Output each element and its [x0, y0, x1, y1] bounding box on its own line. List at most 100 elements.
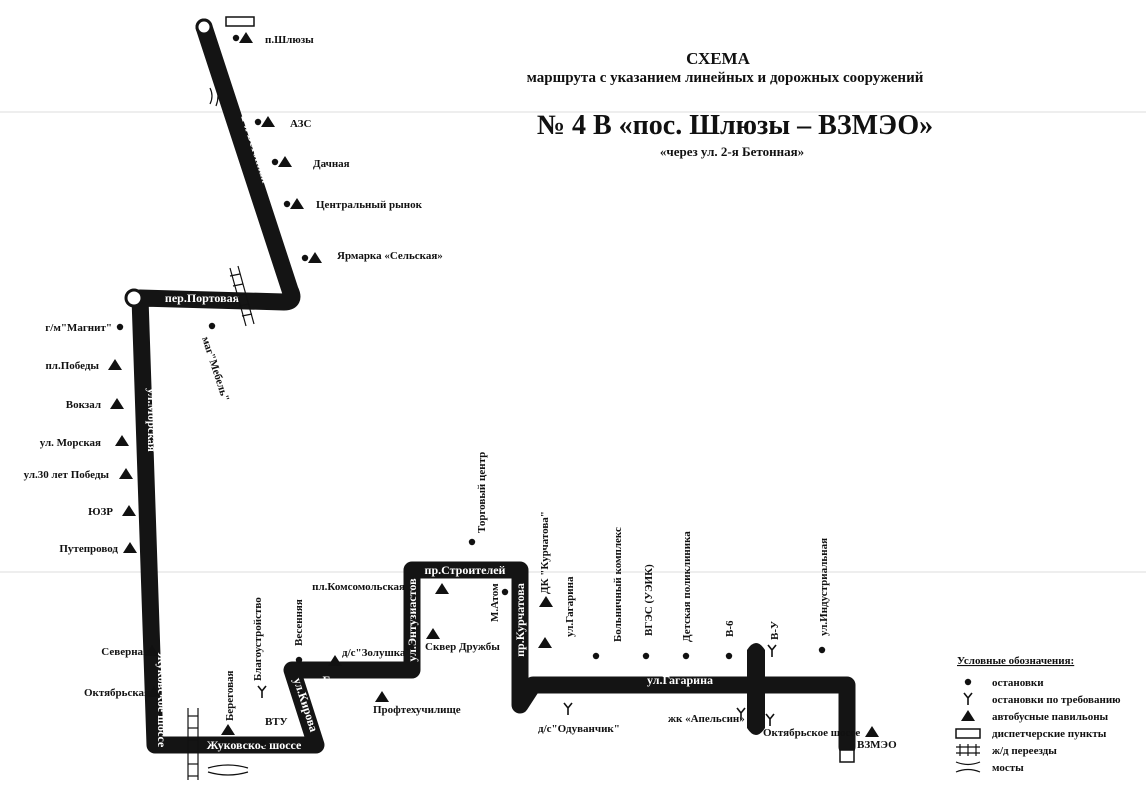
- street-label-stroiteley: пр.Строителей: [425, 563, 506, 577]
- stop-label: ул.30 лет Победы: [24, 469, 110, 481]
- dispatch-point-shlyuzy: [225, 16, 255, 27]
- stop-label: Береговая: [224, 670, 236, 721]
- pavilion-icon: [308, 252, 322, 263]
- stop-icon: [208, 322, 216, 330]
- pavilion-icon: [261, 116, 275, 127]
- pavilion-icon: [147, 686, 161, 697]
- request-icon: [257, 685, 267, 698]
- stop-marker: Сквер Дружбы: [425, 628, 500, 653]
- legend-item-label: остановки по требованию: [992, 694, 1121, 706]
- stop-marker: Благоустройство: [252, 597, 267, 698]
- stop-label: жк «Апельсин»: [668, 713, 745, 725]
- dispatch-icon: [955, 728, 981, 739]
- route-loop: [747, 643, 765, 735]
- rail-icon: [956, 744, 980, 756]
- stop-label: ул.Индустриальная: [818, 538, 830, 636]
- legend-title: Условные обозначения:: [957, 655, 1074, 667]
- request-icon: [963, 692, 973, 705]
- stop-icon: [468, 538, 476, 546]
- stop-marker: Октябрьское шоссе: [763, 713, 860, 739]
- stop-label: ВГЭС (УЭИК): [643, 564, 655, 636]
- stop-label: Благоустройство: [252, 597, 264, 681]
- rail-crossing-icon: [187, 708, 199, 780]
- pavilion-icon: [123, 542, 137, 553]
- legend-item: остановки: [964, 677, 1044, 689]
- stop-icon: [301, 254, 309, 262]
- stop-label: ул. Морская: [40, 437, 101, 449]
- street-label-gagarina-east: ул.Гагарина: [647, 673, 713, 687]
- stop-marker: Профтехучилище: [373, 691, 461, 716]
- stop-label: Центральный рынок: [316, 199, 423, 211]
- stop-label: ЮЗР: [88, 506, 113, 518]
- stop-marker: пл.Победы: [45, 359, 122, 372]
- pavilion-icon: [426, 628, 440, 639]
- stop-label: Путепровод: [59, 543, 118, 555]
- stop-marker: Центральный рынок: [283, 198, 423, 211]
- stop-marker: Береговая: [221, 670, 236, 735]
- stop-marker: д/с"Золушка": [328, 647, 412, 666]
- stop-label: АЗС: [290, 118, 311, 130]
- street-label-portovaya: пер.Портовая: [165, 291, 240, 305]
- stop-icon: [592, 652, 600, 660]
- stop-marker: ЮЗР: [88, 505, 136, 518]
- pavilion-icon: [221, 724, 235, 735]
- stop-marker: Путепровод: [59, 542, 137, 555]
- pavilion-icon: [961, 710, 975, 721]
- stop-label: В-6: [724, 620, 736, 637]
- stop-label: Ярмарка «Сельская»: [337, 250, 443, 262]
- legend-item: мосты: [955, 761, 1024, 774]
- street-label-zhukovskoe: Жуковское шоссе: [207, 738, 302, 752]
- street-label-zhukovskoe-vertical: Жуковское шоссе: [155, 653, 169, 748]
- stop-marker: ВГЭС (УЭИК): [642, 564, 655, 660]
- stop-label: д/с"Одуванчик": [538, 723, 620, 735]
- pavilion-icon: [290, 198, 304, 209]
- stop-marker: г/м"Магнит": [45, 322, 124, 334]
- legend-item: ж/д переезды: [956, 744, 1057, 757]
- street-label-entuziastov: ул.Энтузиастов: [405, 578, 419, 662]
- stop-label: ДК "Курчатова": [539, 511, 551, 594]
- stop-marker: Ярмарка «Сельская»: [301, 250, 443, 263]
- stop-label: ул.Гагарина: [564, 576, 576, 637]
- stop-icon: [295, 656, 303, 664]
- pavilion-icon: [539, 596, 553, 607]
- stop-label: д/с"Золушка": [342, 647, 412, 659]
- stop-icon: [116, 323, 124, 331]
- pavilion-icon: [328, 655, 342, 666]
- stop-label: маг"Мебель": [199, 335, 231, 403]
- stop-marker: ул.Гагарина: [538, 576, 576, 648]
- bridge-icon: [955, 761, 981, 773]
- stop-marker: ул.30 лет Победы: [24, 468, 133, 481]
- stop-marker: маг"Мебель": [199, 322, 231, 403]
- legend: Условные обозначения: остановки остановки…: [955, 655, 1121, 774]
- legend-item: диспетчерские пункты: [955, 728, 1107, 740]
- stop-icon: [725, 652, 733, 660]
- stop-marker: Вокзал: [66, 398, 124, 411]
- street-label-morskaya: ул.Морская: [145, 388, 159, 452]
- legend-item-label: ж/д переезды: [992, 745, 1057, 757]
- stop-label: Детская поликлиника: [681, 531, 693, 642]
- stop-label: ВТУ: [265, 716, 288, 728]
- stop-label: Северная: [101, 646, 149, 658]
- stop-marker: Торговый центр: [468, 452, 488, 546]
- stop-marker: Северная: [101, 645, 159, 658]
- stop-icon: [682, 652, 690, 660]
- stop-label: Дачная: [313, 158, 350, 170]
- request-icon: [563, 702, 573, 715]
- pavilion-icon: [110, 398, 124, 409]
- legend-item-label: автобусные павильоны: [992, 711, 1109, 723]
- terminal-circle-shlyuzy: [195, 18, 213, 36]
- stop-marker: ул.Индустриальная: [818, 538, 830, 654]
- pavilion-icon: [108, 359, 122, 370]
- stop-label: ВЗМЭО: [857, 739, 897, 751]
- route-name: № 4 В «пос. Шлюзы – ВЗМЭО»: [537, 110, 933, 141]
- stop-icon: [642, 652, 650, 660]
- scheme-subtitle: маршрута с указанием линейных и дорожных…: [527, 70, 924, 86]
- scheme-title: СХЕМА: [686, 49, 750, 68]
- stop-marker: Больничный комплекс: [592, 527, 624, 660]
- pavilion-icon: [239, 32, 253, 43]
- stop-marker: Весенняя: [293, 599, 305, 664]
- stop-marker: ул. Морская: [40, 435, 129, 449]
- stop-label: Вокзал: [66, 399, 101, 411]
